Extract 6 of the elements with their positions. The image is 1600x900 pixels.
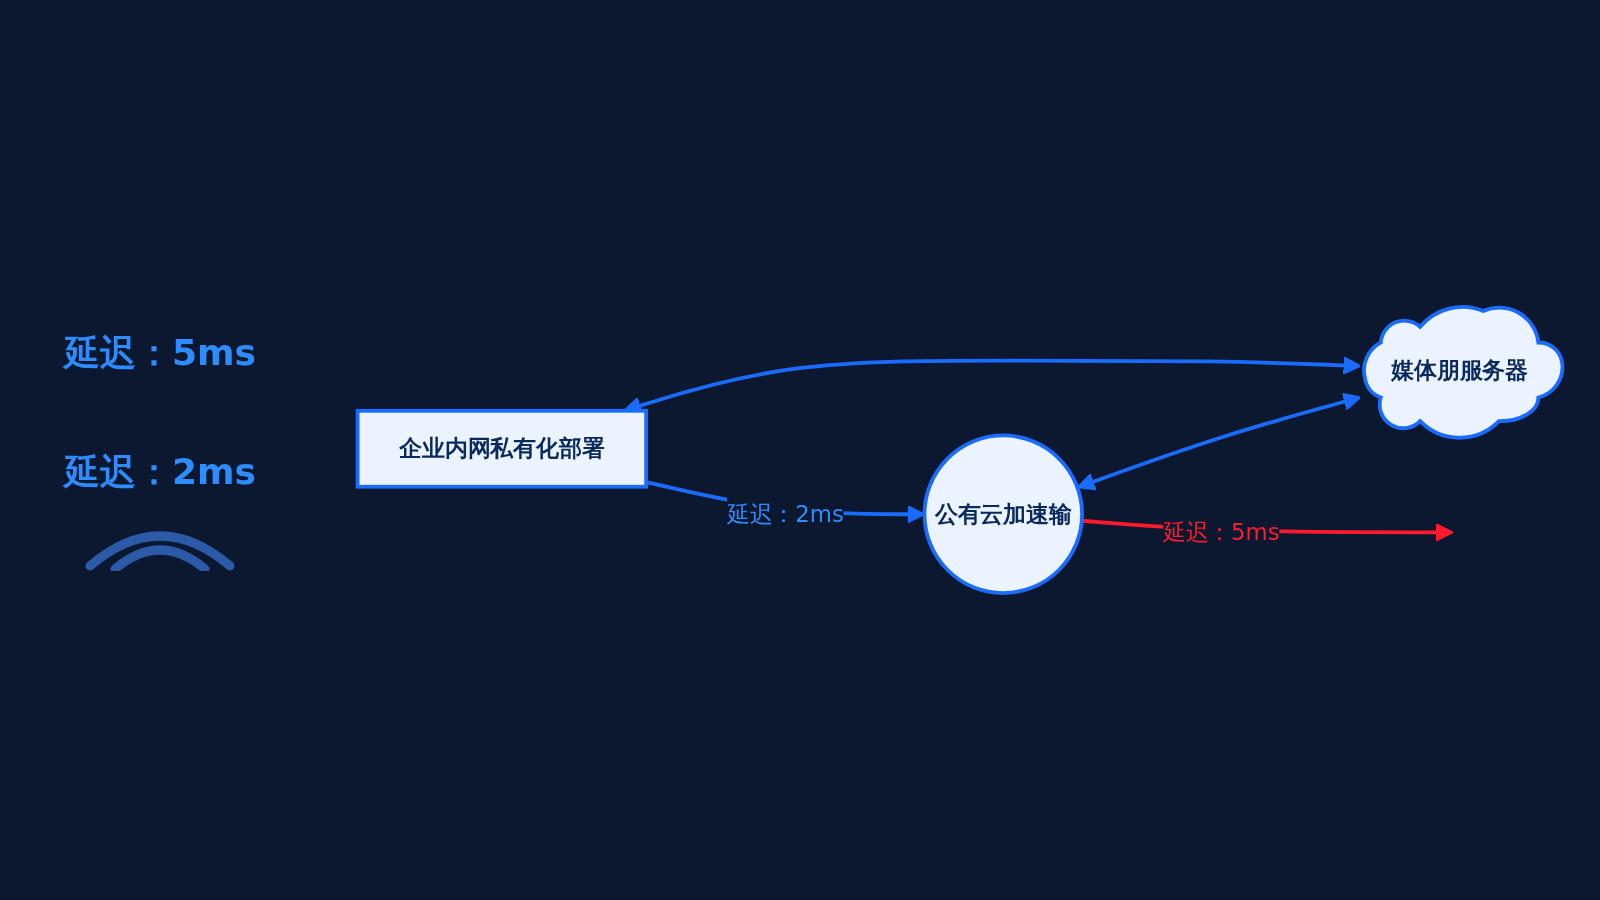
node-circle: 公有云加速输 <box>922 433 1084 595</box>
latency-label: 延迟：2ms <box>64 450 256 494</box>
edge-label: 延迟：5ms <box>1162 519 1280 546</box>
latency-label: 延迟：5ms <box>64 331 256 375</box>
edge-label: 延迟：2ms <box>726 500 844 528</box>
node-box: 企业内网私有化部署 <box>355 408 649 489</box>
